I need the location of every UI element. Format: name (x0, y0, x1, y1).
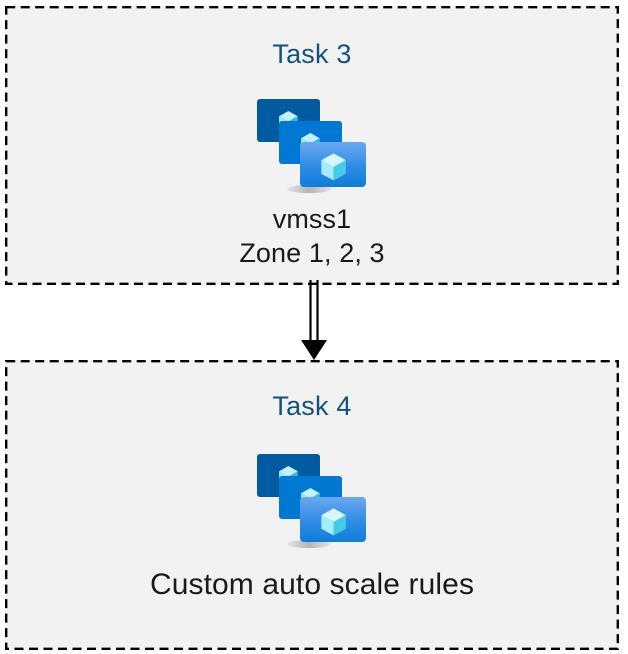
task-4-captions: Custom auto scale rules (5, 568, 619, 602)
vmss-name-label: vmss1 (272, 204, 352, 234)
vmss-icon (257, 99, 366, 193)
task-box-task-4[interactable]: Task 4 (5, 360, 619, 650)
connector-arrow-task3-to-task4 (301, 280, 327, 360)
task-4-title: Task 4 (272, 391, 352, 421)
task-box-task-3[interactable]: Task 3 (5, 6, 619, 285)
task-3-title: Task 3 (272, 39, 352, 69)
vmss-icon (257, 454, 366, 548)
autoscale-rules-label: Custom auto scale rules (149, 568, 475, 601)
task-3-captions: vmss1 Zone 1, 2, 3 (5, 202, 619, 270)
vmss-zones-label: Zone 1, 2, 3 (239, 238, 385, 268)
